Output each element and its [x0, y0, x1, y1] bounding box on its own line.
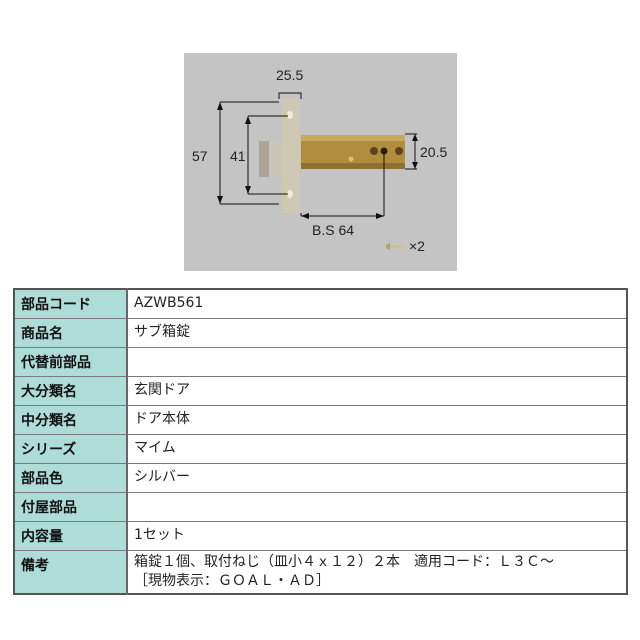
- remarks-line-1: 箱錠１個、取付ねじ（皿小４ｘ１２）２本 適用コード：Ｌ３Ｃ～: [134, 553, 554, 570]
- table-row: 部品色 シルバー: [13, 462, 628, 493]
- row-label: 付屋部品: [13, 491, 128, 522]
- table-row: 中分類名 ドア本体: [13, 404, 628, 435]
- major-category-value: 玄関ドア: [126, 375, 628, 406]
- replacement-part-value: [126, 346, 628, 377]
- table-row: 部品コード AZWB561: [13, 288, 628, 319]
- middle-category-value: ドア本体: [126, 404, 628, 435]
- row-label: 大分類名: [13, 375, 128, 406]
- row-label: 中分類名: [13, 404, 128, 435]
- table-row: 備考 箱錠１個、取付ねじ（皿小４ｘ１２）２本 適用コード：Ｌ３Ｃ～ ［現物表示：…: [13, 549, 628, 595]
- table-row: 代替前部品: [13, 346, 628, 377]
- dim-faceplate-width: 25.5: [276, 67, 303, 83]
- dim-backset: B.S 64: [312, 222, 354, 238]
- row-label: 部品コード: [13, 288, 128, 319]
- remarks-line-2: ［現物表示：ＧＯＡＬ・ＡＤ］: [134, 572, 330, 589]
- accessory-part-value: [126, 491, 628, 522]
- table-row: 付屋部品: [13, 491, 628, 522]
- product-photo: 25.5 57 41 20.5 B.S 64 ×2: [184, 53, 457, 271]
- screw-quantity: ×2: [409, 238, 425, 254]
- screw-icon: [386, 243, 406, 250]
- table-row: 内容量 1セット: [13, 520, 628, 551]
- table-row: シリーズ マイム: [13, 433, 628, 464]
- table-row: 商品名 サブ箱錠: [13, 317, 628, 348]
- table-row: 大分類名 玄関ドア: [13, 375, 628, 406]
- lock-dimension-diagram: 25.5 57 41 20.5 B.S 64 ×2: [192, 67, 447, 254]
- part-code-value: AZWB561: [126, 288, 628, 319]
- row-label: 内容量: [13, 520, 128, 551]
- dim-screw-pitch: 41: [230, 148, 246, 164]
- quantity-value: 1セット: [126, 520, 628, 551]
- part-color-value: シルバー: [126, 462, 628, 493]
- product-name-value: サブ箱錠: [126, 317, 628, 348]
- row-label: 代替前部品: [13, 346, 128, 377]
- spec-table: 部品コード AZWB561 商品名 サブ箱錠 代替前部品 大分類名 玄関ドア 中…: [13, 288, 628, 595]
- row-label: 備考: [13, 549, 128, 595]
- dim-body-width: 20.5: [420, 144, 447, 160]
- series-value: マイム: [126, 433, 628, 464]
- row-label: シリーズ: [13, 433, 128, 464]
- dim-faceplate-height: 57: [192, 148, 208, 164]
- remarks-value: 箱錠１個、取付ねじ（皿小４ｘ１２）２本 適用コード：Ｌ３Ｃ～ ［現物表示：ＧＯＡ…: [126, 549, 628, 595]
- row-label: 商品名: [13, 317, 128, 348]
- row-label: 部品色: [13, 462, 128, 493]
